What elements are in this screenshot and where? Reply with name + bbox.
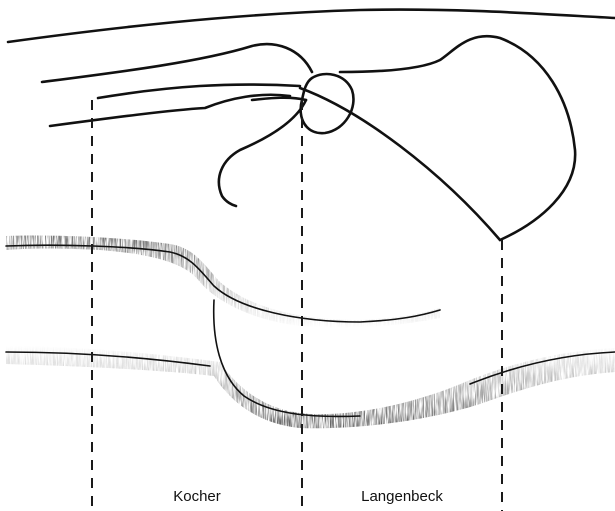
femur-neck-outline: [42, 44, 312, 82]
lesser-trochanter-line: [252, 98, 306, 100]
gluteal-line: [300, 88, 500, 240]
trochanter-curve: [219, 100, 306, 206]
ilium-outline: [340, 36, 575, 240]
label-kocher: Kocher: [173, 488, 221, 505]
body-contour-line: [8, 10, 615, 42]
label-langenbeck: Langenbeck: [361, 488, 443, 505]
femoral-head: [301, 74, 354, 133]
upper-thigh-shading: [6, 235, 440, 327]
